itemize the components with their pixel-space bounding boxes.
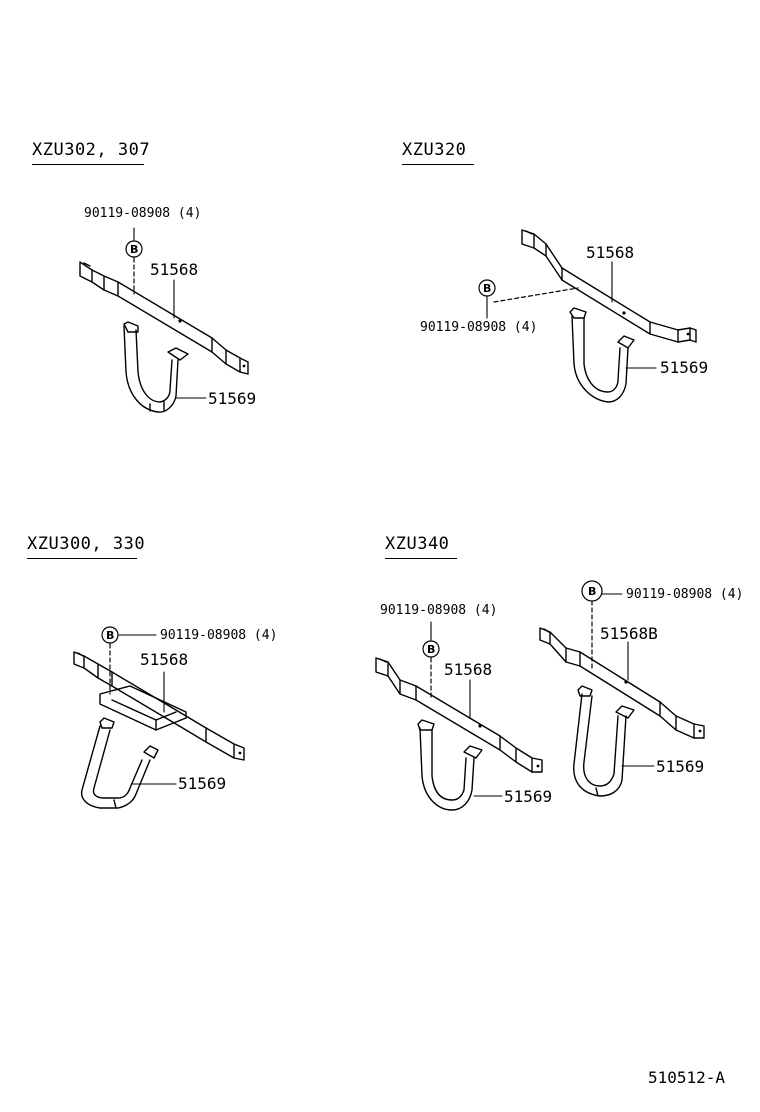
band-part-51569-right [573,685,635,797]
bolt-mark-letter-right: B [588,585,596,598]
bolt-part-number-left: 90119-08908 (4) [380,603,498,618]
bolt-leader-dashed [493,287,579,303]
figure-code: 510512-A [648,1068,726,1087]
bolt-mark-circle-left [422,640,440,658]
bracket-part-51568 [73,651,245,761]
bracket-part-51568 [375,657,543,773]
bracket-part-51568 [521,229,697,343]
bolt-mark-circle-right [581,580,603,602]
diagram-xzu320: B [478,229,697,403]
band-part-51569 [80,717,159,809]
diagram-xzu300-330: B [73,626,245,809]
bracket-part-51568b [539,627,705,739]
bolt-mark-letter: B [483,282,491,295]
bolt-part-number: 90119-08908 (4) [420,320,538,335]
diagram-xzu302-307: B [79,227,249,413]
bracket-part-51568 [79,261,249,375]
bolt-part-number-right: 90119-08908 (4) [626,587,744,602]
bolt-mark-circle [125,240,143,258]
band-part-number: 51569 [660,358,709,377]
bracket-part-number-left: 51568 [444,660,493,679]
bolt-mark-circle [101,626,119,644]
bracket-part-number: 51568 [150,260,199,279]
bracket-part-number: 51568 [140,650,189,669]
band-part-51569-left [417,719,483,811]
band-part-number: 51569 [208,389,257,408]
bracket-part-number-right: 51568B [600,624,658,643]
bolt-mark-letter: B [106,629,114,642]
bracket-part-number: 51568 [586,243,635,262]
bolt-mark-letter: B [130,243,138,256]
variant-heading-xzu302-307: XZU302, 307 [32,140,150,165]
bolt-part-number: 90119-08908 (4) [84,206,202,221]
band-part-51569 [123,321,189,413]
diagram-xzu340: B B [375,580,705,811]
band-part-number-right: 51569 [656,757,705,776]
variant-heading-xzu300-330: XZU300, 330 [27,534,145,559]
bolt-mark-circle [478,279,496,297]
band-part-51569 [569,307,635,403]
bolt-mark-letter-left: B [427,643,435,656]
bolt-part-number: 90119-08908 (4) [160,628,278,643]
band-part-number: 51569 [178,774,227,793]
variant-heading-xzu340: XZU340 [385,534,457,559]
variant-heading-xzu320: XZU320 [402,140,474,165]
band-part-number-left: 51569 [504,787,553,806]
